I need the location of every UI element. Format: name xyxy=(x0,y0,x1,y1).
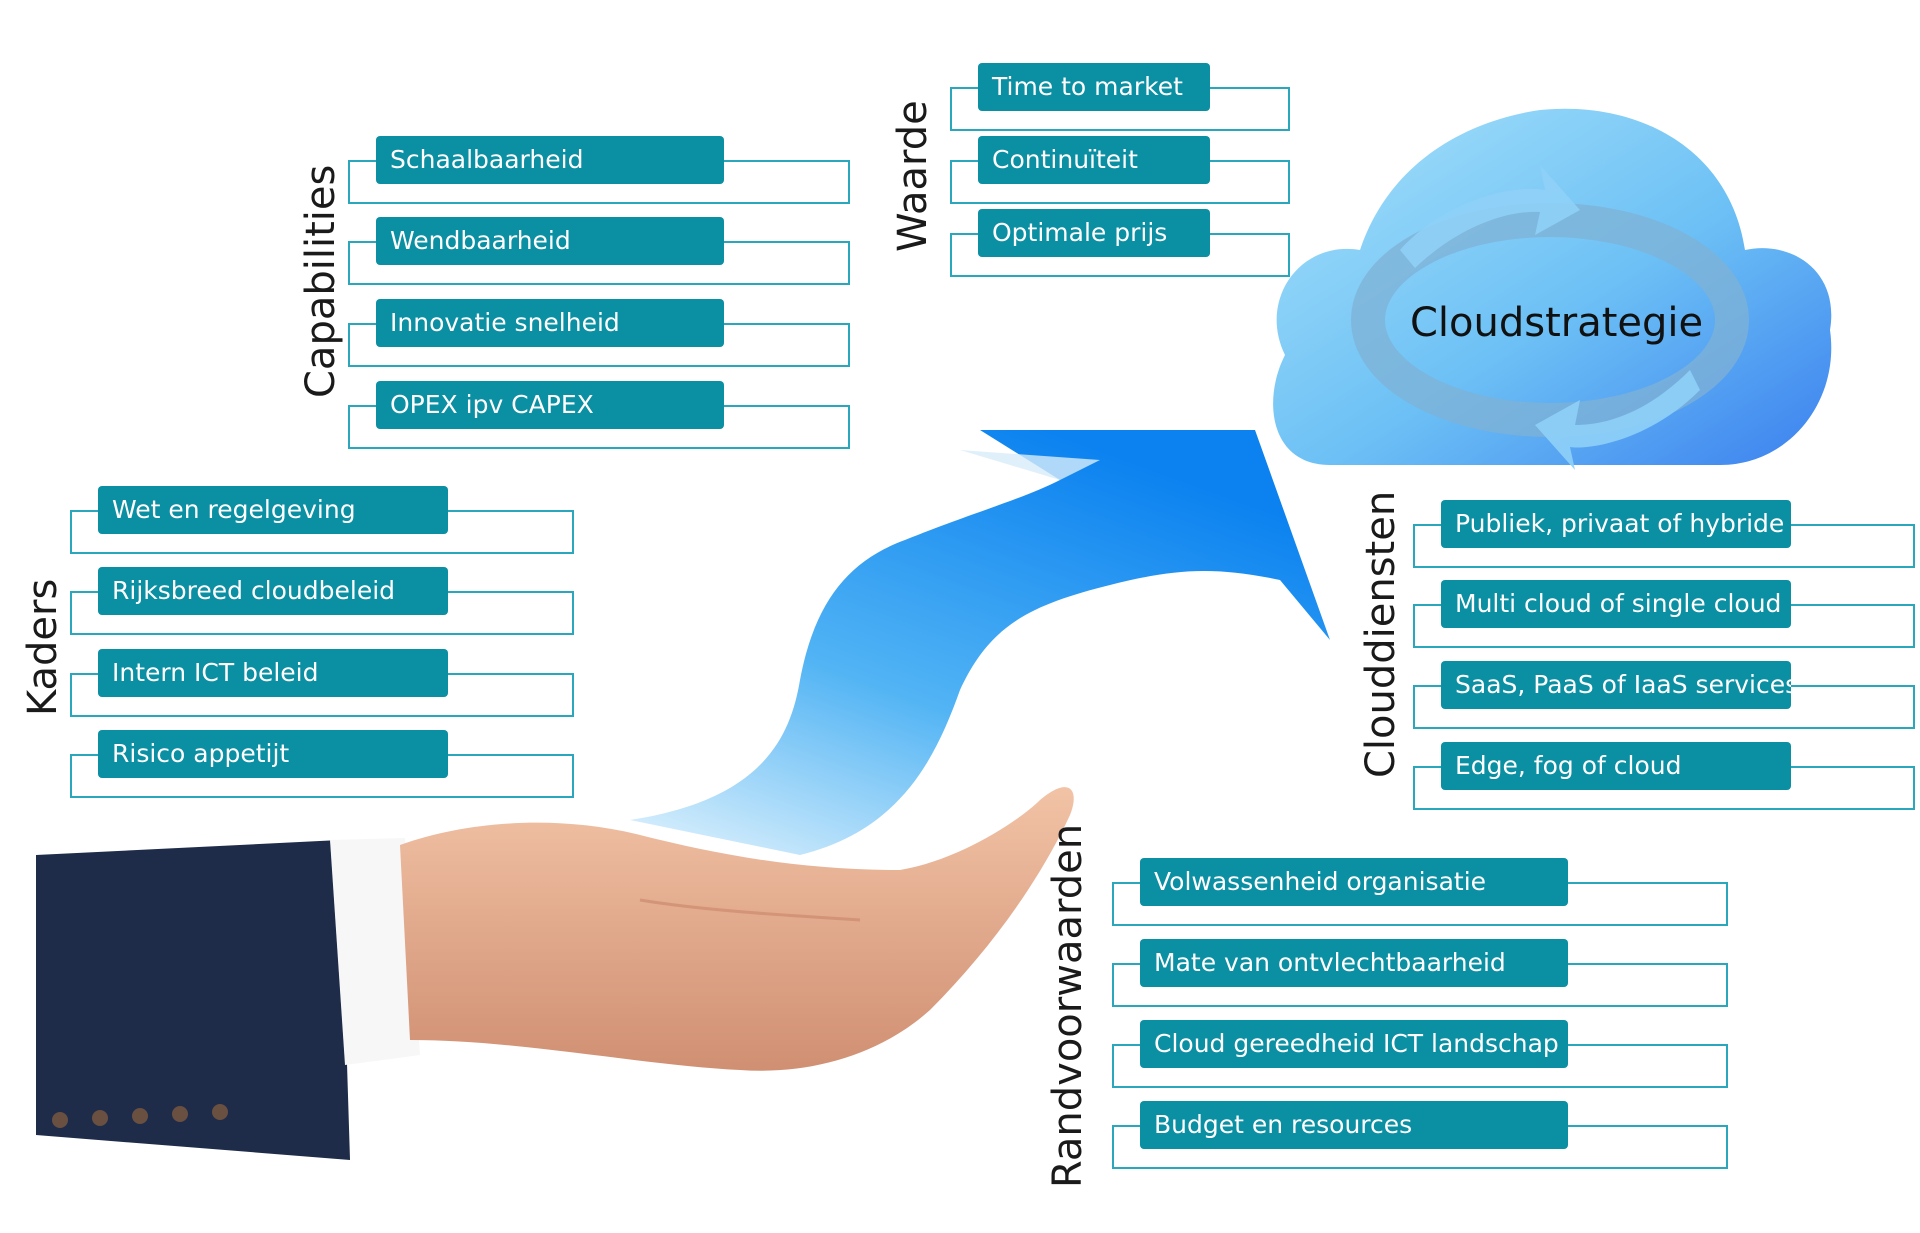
group-title-clouddiensten: Clouddiensten xyxy=(1358,490,1404,778)
waarde-item: Time to market xyxy=(950,63,1290,131)
capabilities-item: Wendbaarheid xyxy=(348,217,850,285)
arrow-shape xyxy=(630,430,1330,855)
group-title-kaders: Kaders xyxy=(20,578,66,716)
clouddiensten-item: SaaS, PaaS of IaaS services xyxy=(1413,661,1915,729)
randvoorwaarden-item: Volwassenheid organisatie xyxy=(1112,858,1728,926)
randvoorwaarden-item: Cloud gereedheid ICT landschap xyxy=(1112,1020,1728,1088)
cloud-shape xyxy=(1273,108,1832,470)
group-title-capabilities: Capabilities xyxy=(298,164,344,398)
hand-illustration xyxy=(36,787,1074,1160)
kaders-item: Rijksbreed cloudbeleid xyxy=(70,567,574,635)
capabilities-item: Schaalbaarheid xyxy=(348,136,850,204)
waarde-item: Continuïteit xyxy=(950,136,1290,204)
cloudstrategie-title: Cloudstrategie xyxy=(1410,300,1704,346)
randvoorwaarden-item: Budget en resources xyxy=(1112,1101,1728,1169)
group-title-waarde: Waarde xyxy=(890,100,936,252)
clouddiensten-item: Edge, fog of cloud xyxy=(1413,742,1915,810)
capabilities-item: Innovatie snelheid xyxy=(348,299,850,367)
randvoorwaarden-item: Mate van ontvlechtbaarheid xyxy=(1112,939,1728,1007)
clouddiensten-item: Multi cloud of single cloud xyxy=(1413,580,1915,648)
capabilities-item: OPEX ipv CAPEX xyxy=(348,381,850,449)
kaders-item: Wet en regelgeving xyxy=(70,486,574,554)
kaders-item: Intern ICT beleid xyxy=(70,649,574,717)
clouddiensten-item: Publiek, privaat of hybride xyxy=(1413,500,1915,568)
group-title-randvoorwaarden: Randvoorwaarden xyxy=(1045,823,1091,1188)
waarde-item: Optimale prijs xyxy=(950,209,1290,277)
kaders-item: Risico appetijt xyxy=(70,730,574,798)
